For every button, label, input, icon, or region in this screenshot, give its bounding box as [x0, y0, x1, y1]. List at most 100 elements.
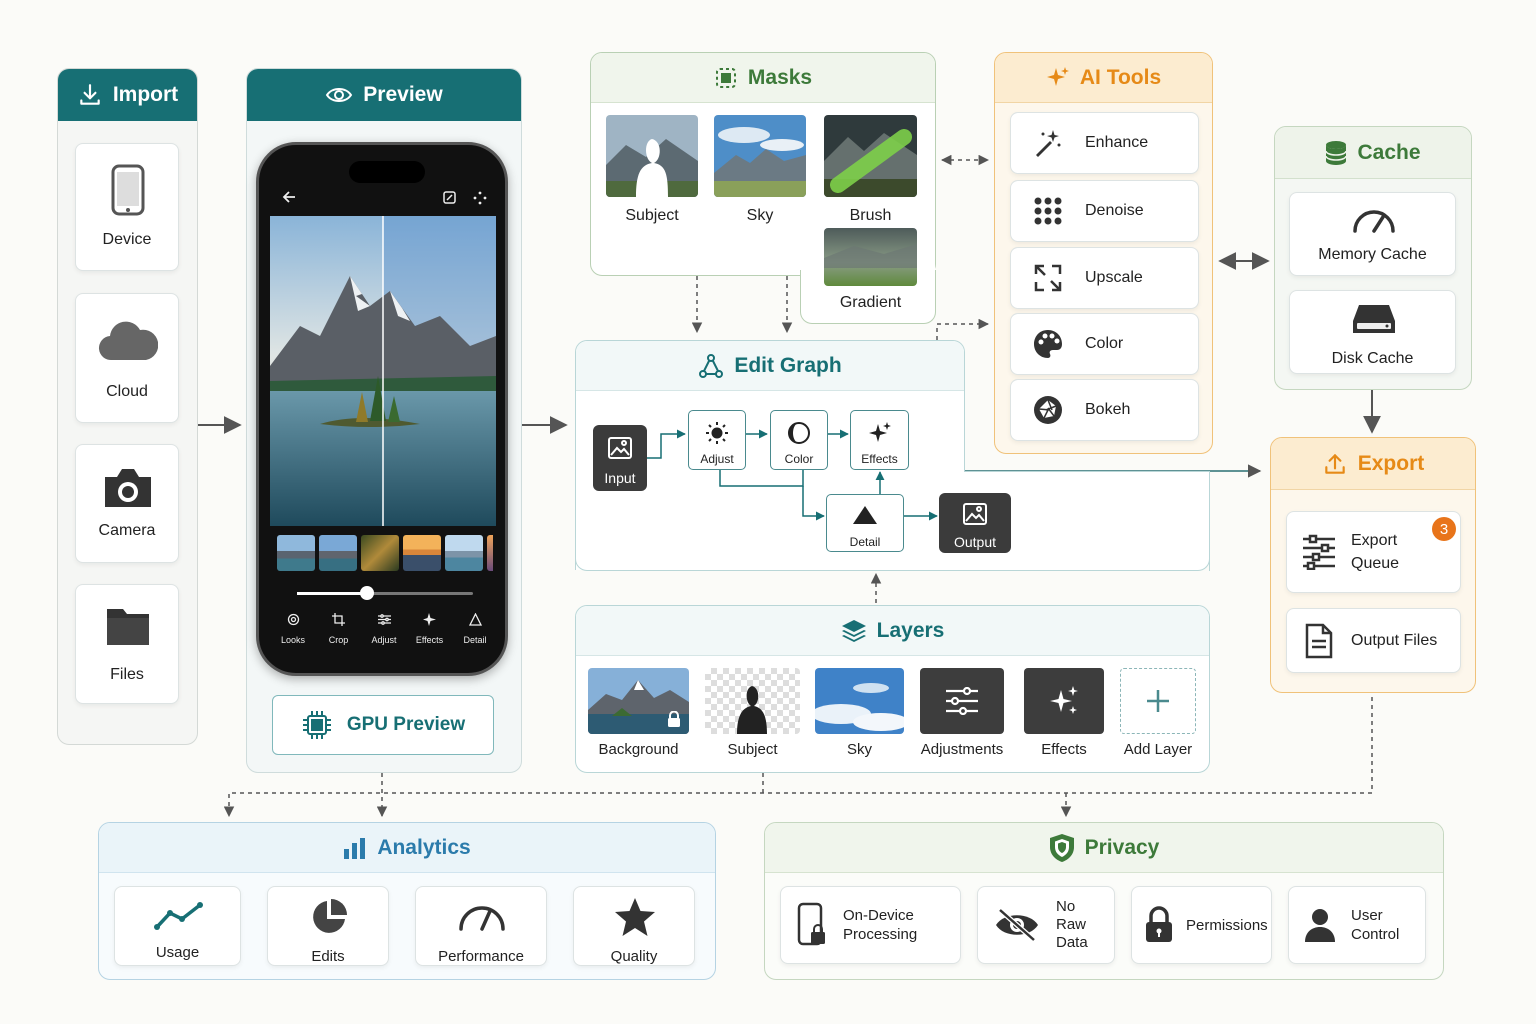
- film-thumb[interactable]: [487, 535, 493, 571]
- eye-icon: [325, 85, 353, 105]
- layer-background-label: Background: [588, 741, 689, 758]
- analytics-performance[interactable]: Performance: [415, 886, 547, 966]
- analytics-usage[interactable]: Usage: [114, 886, 241, 966]
- ai-bokeh[interactable]: Bokeh: [1010, 379, 1199, 441]
- privacy-user-control[interactable]: User Control: [1288, 886, 1426, 964]
- ai-upscale-label: Upscale: [1085, 269, 1143, 287]
- camera-icon: [76, 465, 180, 511]
- tool-looks[interactable]: Looks: [273, 613, 313, 645]
- film-thumb[interactable]: [403, 535, 441, 571]
- layer-sky[interactable]: Sky: [815, 668, 904, 762]
- privacy-on-device-line2: Processing: [843, 925, 917, 944]
- privacy-on-device[interactable]: On-Device Processing: [780, 886, 961, 964]
- phone-compare-icon[interactable]: [443, 191, 456, 204]
- graph-nodes-icon: [698, 353, 724, 379]
- padlock-icon: [1132, 906, 1186, 944]
- memory-cache[interactable]: Memory Cache: [1289, 192, 1456, 276]
- preview-photo: [270, 216, 496, 526]
- tool-effects[interactable]: Effects: [410, 613, 450, 645]
- preview-header: Preview: [247, 69, 521, 121]
- analytics-edits[interactable]: Edits: [267, 886, 389, 966]
- mask-subject[interactable]: Subject: [606, 115, 698, 233]
- edit-slider[interactable]: [297, 592, 473, 595]
- add-layer-button[interactable]: Add Layer: [1120, 668, 1196, 762]
- layer-sky-label: Sky: [815, 741, 904, 758]
- node-detail[interactable]: Detail: [826, 494, 904, 552]
- film-thumb[interactable]: [445, 535, 483, 571]
- tool-detail[interactable]: Detail: [455, 613, 495, 645]
- edit-graph-header: Edit Graph: [576, 341, 964, 391]
- layer-background-thumb: [588, 668, 689, 734]
- ai-upscale[interactable]: Upscale: [1010, 247, 1199, 309]
- layer-adjustments[interactable]: Adjustments: [920, 668, 1004, 762]
- import-cloud[interactable]: Cloud: [75, 293, 179, 423]
- disk-cache[interactable]: Disk Cache: [1289, 290, 1456, 374]
- film-thumb[interactable]: [319, 535, 357, 571]
- color-circle-icon: [771, 421, 827, 445]
- layer-subject[interactable]: Subject: [705, 668, 800, 762]
- import-files[interactable]: Files: [75, 584, 179, 704]
- ai-enhance-label: Enhance: [1085, 134, 1148, 152]
- ai-color[interactable]: Color: [1010, 313, 1199, 375]
- phone-more-icon[interactable]: [473, 191, 487, 205]
- node-color-label: Color: [771, 452, 827, 466]
- ai-enhance[interactable]: Enhance: [1010, 112, 1199, 174]
- node-adjust[interactable]: Adjust: [688, 410, 746, 470]
- expand-icon: [1011, 263, 1085, 293]
- privacy-on-device-line1: On-Device: [843, 906, 917, 925]
- edit-graph-body-rightedge: [1209, 471, 1210, 571]
- phone-toolbar: Looks Crop Adjust Effects Detail: [273, 613, 495, 645]
- masks-header: Masks: [591, 53, 935, 103]
- analytics-quality[interactable]: Quality: [573, 886, 695, 966]
- palette-icon: [1011, 328, 1085, 360]
- node-effects[interactable]: Effects: [850, 410, 909, 470]
- film-thumb[interactable]: [361, 535, 399, 571]
- layer-subject-label: Subject: [705, 741, 800, 758]
- sliders-icon: [364, 613, 404, 626]
- mask-sky-label: Sky: [714, 207, 806, 225]
- node-input-label: Input: [593, 470, 647, 486]
- ai-tools-title: AI Tools: [1080, 66, 1161, 90]
- edit-graph-title: Edit Graph: [734, 354, 841, 378]
- tool-crop[interactable]: Crop: [319, 613, 359, 645]
- film-thumb[interactable]: [277, 535, 315, 571]
- privacy-permissions[interactable]: Permissions: [1131, 886, 1272, 964]
- user-icon: [1289, 907, 1351, 943]
- node-color[interactable]: Color: [770, 410, 828, 470]
- layer-background[interactable]: Background: [588, 668, 689, 762]
- privacy-no-raw-line2: Raw: [1056, 916, 1088, 934]
- export-queue[interactable]: Export Queue 3: [1286, 511, 1461, 593]
- privacy-header: Privacy: [765, 823, 1443, 873]
- privacy-user-line2: Control: [1351, 925, 1399, 944]
- node-output[interactable]: Output: [939, 493, 1011, 553]
- sun-icon: [689, 421, 745, 445]
- phone-back-icon[interactable]: [281, 189, 297, 205]
- mask-gradient[interactable]: Gradient: [824, 228, 917, 314]
- privacy-title: Privacy: [1085, 836, 1160, 860]
- download-icon: [77, 82, 103, 108]
- layer-sky-thumb: [815, 668, 904, 734]
- import-camera-label: Camera: [76, 522, 178, 540]
- mask-sky[interactable]: Sky: [714, 115, 806, 233]
- node-input[interactable]: Input: [593, 425, 647, 491]
- trend-line-icon: [115, 901, 242, 931]
- mask-brush[interactable]: Brush: [824, 115, 917, 233]
- slider-knob[interactable]: [360, 586, 374, 600]
- phone-mockup: Looks Crop Adjust Effects Detail: [256, 142, 508, 676]
- output-files[interactable]: Output Files: [1286, 608, 1461, 673]
- phone-icon: [76, 164, 180, 216]
- star-icon: [574, 897, 696, 937]
- chip-icon: [301, 709, 333, 741]
- import-device[interactable]: Device: [75, 143, 179, 271]
- layers-header: Layers: [576, 606, 1209, 656]
- disk-cache-label: Disk Cache: [1290, 350, 1455, 368]
- privacy-no-raw-data[interactable]: No Raw Data: [977, 886, 1115, 964]
- ai-denoise[interactable]: Denoise: [1010, 180, 1199, 242]
- gpu-preview-button[interactable]: GPU Preview: [272, 695, 494, 755]
- filmstrip[interactable]: [277, 535, 493, 571]
- import-camera[interactable]: Camera: [75, 444, 179, 563]
- plus-icon: [1145, 688, 1171, 714]
- layer-effects[interactable]: Effects: [1024, 668, 1104, 762]
- tool-adjust[interactable]: Adjust: [364, 613, 404, 645]
- mask-gradient-label: Gradient: [824, 294, 917, 312]
